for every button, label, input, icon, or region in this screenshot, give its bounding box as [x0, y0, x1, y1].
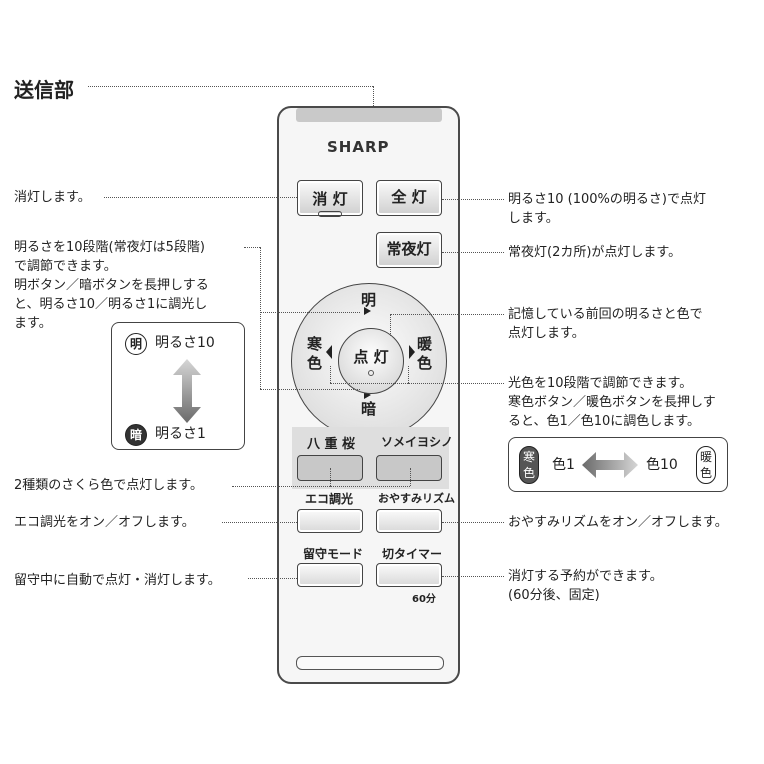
leader-memory [390, 314, 504, 315]
annotation-memory-line: 点灯します。 [508, 326, 585, 341]
bright-badge: 明 [125, 333, 147, 355]
leader-away [248, 578, 297, 579]
dark-badge-icon: 暗 [125, 424, 147, 446]
eco-label: エコ調光 [305, 492, 354, 506]
title-leader-drop [373, 86, 374, 106]
night-button-label: 常夜灯 [386, 240, 432, 258]
off-indicator [318, 211, 342, 217]
cool-button[interactable]: 寒 色 [307, 335, 323, 372]
down-button[interactable]: 暗 [361, 400, 377, 418]
dark-badge: 暗 [125, 424, 147, 446]
leader-night [442, 252, 504, 253]
annotation-brightness-line: 明ボタン／暗ボタンを長押しする [14, 278, 209, 293]
timer-label: 切タイマー [382, 547, 443, 561]
sakura1-label: 八 重 桜 [307, 437, 356, 452]
ir-emitter [296, 108, 442, 122]
annotation-brightness-line: で調節できます。 [14, 259, 117, 274]
timer-button[interactable] [376, 563, 442, 587]
leftright-arrow-icon [582, 452, 638, 482]
annotation-night: 常夜灯(2カ所)が点灯します。 [508, 245, 682, 260]
down-arrow-icon [364, 391, 371, 399]
full-button[interactable]: 全 灯 [376, 180, 442, 216]
away-label: 留守モード [303, 547, 364, 561]
leader-brightness-v [260, 247, 261, 389]
annotation-timer-line: (60分後、固定) [508, 588, 600, 603]
leader-sakura-v2 [410, 468, 411, 486]
night-button[interactable]: 常夜灯 [376, 232, 442, 268]
annotation-memory-line: 記憶している前回の明るさと色で [508, 307, 703, 322]
annotation-away: 留守中に自動で点灯・消灯します。 [14, 573, 221, 588]
leader-color-v2 [330, 366, 331, 383]
leader-sakura [232, 486, 330, 487]
brand-logo: SHARP [327, 138, 390, 156]
warm-text: 色10 [646, 457, 678, 473]
annotation-brightness-line: 明るさを10段階(常夜灯は5段階) [14, 240, 205, 255]
annotation-brightness-line: ます。 [14, 316, 52, 331]
on-button-label: 点 灯 [353, 348, 389, 366]
off-button-label: 消 灯 [312, 190, 348, 208]
cool-arrow-icon [326, 345, 332, 359]
warm-button[interactable]: 暖 色 [417, 335, 433, 372]
leader-memory-v [390, 314, 391, 336]
leader-full [442, 199, 504, 200]
on-indicator [368, 370, 374, 376]
leader-color-v1 [408, 366, 409, 383]
annotation-brightness: 明るさを10段階(常夜灯は5段階) で調節できます。 明ボタン／暗ボタンを長押し… [14, 238, 209, 333]
annotation-sakura: 2種類のさくら色で点灯します。 [14, 478, 203, 493]
annotation-full-line: 明るさ10 (100%の明るさ)で点灯 [508, 192, 706, 207]
annotation-color-line: 寒色ボタン／暖色ボタンを長押しす [508, 395, 716, 410]
annotation-color-line: ると、色1／色10に調色します。 [508, 414, 700, 429]
annotation-color: 光色を10段階で調節できます。 寒色ボタン／暖色ボタンを長押しす ると、色1／色… [508, 374, 716, 431]
on-button[interactable]: 点 灯 [338, 328, 404, 394]
annotation-color-line: 光色を10段階で調節できます。 [508, 376, 693, 391]
sakura2-label: ソメイヨシノ [381, 435, 454, 449]
leader-color [408, 383, 504, 384]
rhythm-button[interactable] [376, 509, 442, 533]
leader-sakura-h2 [330, 486, 410, 487]
updown-arrow-icon [172, 359, 202, 427]
leader-brightness-up [260, 312, 360, 313]
rhythm-label: おやすみリズム [378, 492, 455, 505]
page-title: 送信部 [14, 78, 74, 102]
away-button[interactable] [297, 563, 363, 587]
warm-badge: 暖 色 [696, 446, 716, 484]
bright-badge-icon: 明 [125, 333, 147, 355]
timer-sub-label: 60分 [412, 594, 436, 605]
annotation-eco: エコ調光をオン／オフします。 [14, 515, 195, 530]
title-leader [88, 86, 373, 87]
leader-rhythm [442, 522, 504, 523]
dark-text: 明るさ1 [155, 426, 206, 442]
annotation-full-line: します。 [508, 211, 559, 226]
leader-timer [442, 576, 504, 577]
up-arrow-icon [364, 307, 371, 315]
leader-brightness-down [260, 389, 360, 390]
off-button[interactable]: 消 灯 [297, 180, 363, 217]
bright-text: 明るさ10 [155, 335, 215, 351]
annotation-full: 明るさ10 (100%の明るさ)で点灯 します。 [508, 190, 706, 228]
warm-arrow-icon [409, 345, 415, 359]
leader-brightness [244, 247, 260, 248]
bottom-slot [296, 656, 444, 670]
full-button-label: 全 灯 [391, 188, 427, 206]
annotation-timer-line: 消灯する予約ができます。 [508, 569, 663, 584]
cool-badge: 寒 色 [519, 446, 539, 484]
leader-color-h2 [330, 383, 408, 384]
leader-sakura-v1 [330, 468, 331, 486]
annotation-timer: 消灯する予約ができます。 (60分後、固定) [508, 567, 663, 605]
cool-text: 色1 [552, 457, 575, 473]
leader-off [104, 197, 297, 198]
sakura2-button[interactable] [376, 455, 442, 481]
annotation-rhythm: おやすみリズムをオン／オフします。 [508, 515, 728, 530]
annotation-off: 消灯します。 [14, 190, 91, 205]
annotation-memory: 記憶している前回の明るさと色で 点灯します。 [508, 305, 703, 343]
leader-eco [222, 522, 297, 523]
annotation-brightness-line: と、明るさ10／明るさ1に調光し [14, 297, 208, 312]
up-button[interactable]: 明 [361, 291, 377, 309]
eco-button[interactable] [297, 509, 363, 533]
